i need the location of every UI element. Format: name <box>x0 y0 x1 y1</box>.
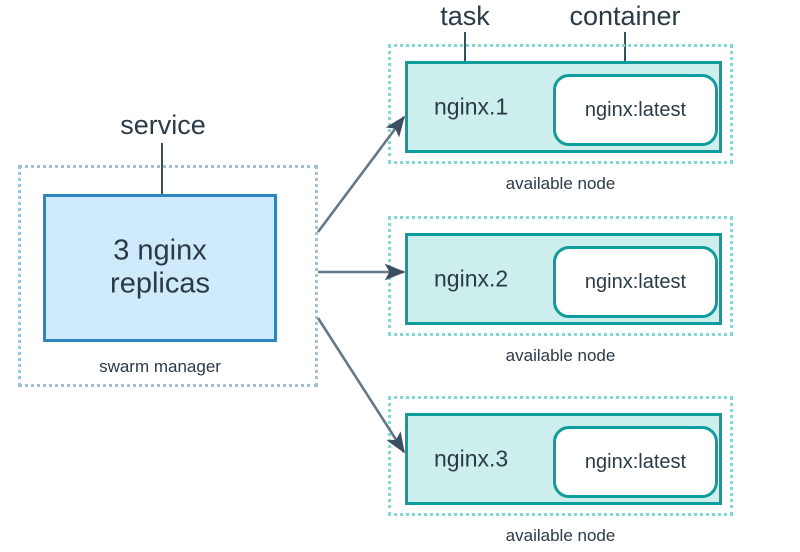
task-box-3[interactable]: nginx.3 nginx:latest <box>405 413 722 505</box>
service-box[interactable]: 3 nginx replicas <box>43 194 277 342</box>
task-box-2[interactable]: nginx.2 nginx:latest <box>405 233 722 325</box>
annotation-label-container: container <box>569 1 681 31</box>
available-node-caption-2: available node <box>505 346 616 365</box>
leader-line-task <box>464 32 466 82</box>
service-box-text: 3 nginx replicas <box>110 234 210 300</box>
task-label-3: nginx.3 <box>434 445 509 472</box>
container-box-2[interactable]: nginx:latest <box>553 246 718 318</box>
container-label-2: nginx:latest <box>584 271 687 293</box>
node-group-3: nginx.3 nginx:latest <box>388 396 733 516</box>
node-group-2: nginx.2 nginx:latest <box>388 216 733 336</box>
leader-line-service <box>161 143 163 231</box>
container-box-1[interactable]: nginx:latest <box>553 74 718 146</box>
container-box-3[interactable]: nginx:latest <box>553 426 718 498</box>
annotation-label-task: task <box>440 1 490 31</box>
container-label-3: nginx:latest <box>584 451 687 473</box>
task-label-2: nginx.2 <box>434 265 509 292</box>
available-node-caption-3: available node <box>505 526 616 545</box>
container-label-1: nginx:latest <box>584 99 687 121</box>
task-box-1[interactable]: nginx.1 nginx:latest <box>405 61 722 153</box>
swarm-manager-group: 3 nginx replicas swarm manager <box>18 165 318 387</box>
leader-line-container <box>624 32 626 87</box>
node-group-1: nginx.1 nginx:latest <box>388 44 733 164</box>
swarm-manager-caption: swarm manager <box>99 357 221 376</box>
available-node-caption-1: available node <box>505 174 616 193</box>
annotation-label-service: service <box>120 110 206 140</box>
task-label-1: nginx.1 <box>434 93 509 120</box>
